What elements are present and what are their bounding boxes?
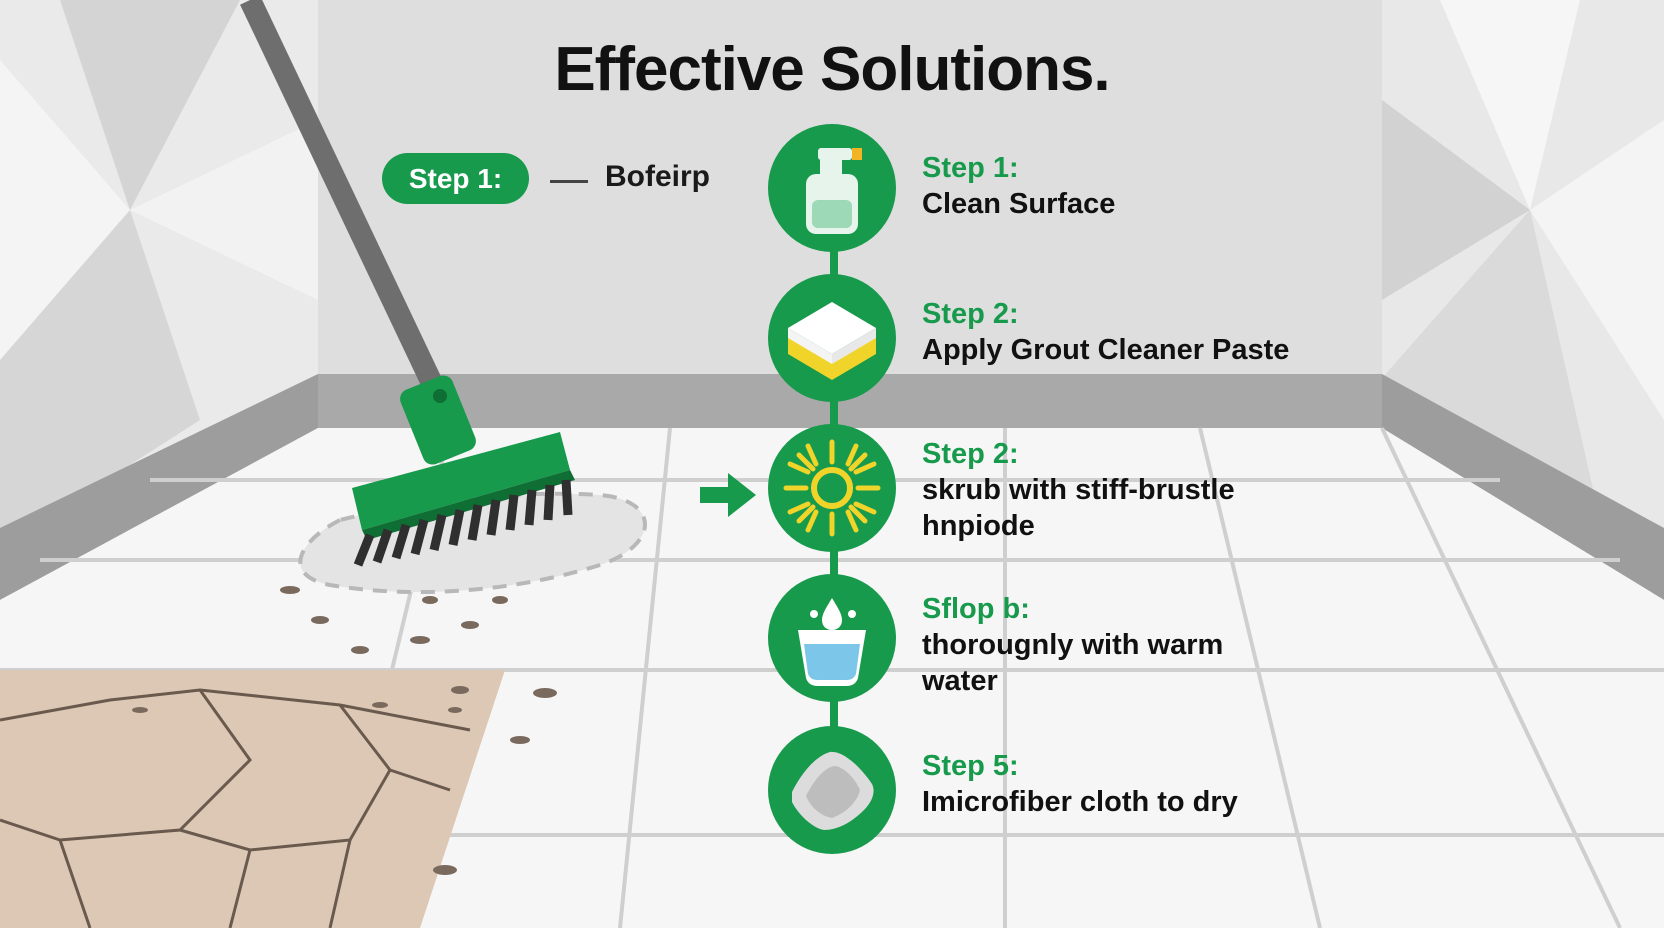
microfiber-cloth-icon <box>768 726 896 854</box>
dash-divider <box>550 180 588 183</box>
step-4-desc-line-2: water <box>922 665 998 697</box>
step-5-label: Step 5: <box>922 750 1019 782</box>
arrow-right-icon <box>700 473 756 517</box>
brush-bristles-icon <box>768 424 896 552</box>
before-label: Bofeirp <box>605 160 710 193</box>
step-1-label: Step 1: <box>922 152 1019 184</box>
step-4-label: Sflop b: <box>922 593 1030 625</box>
broom-handle <box>240 0 450 405</box>
step-3: Step 2: skrub with stiff-brustle hnpiode <box>922 436 1622 544</box>
sponge-icon <box>768 274 896 402</box>
step-4-desc-line-1: thorougnly with warm <box>922 629 1224 661</box>
step-5: Step 5: Imicrofiber cloth to dry <box>922 748 1622 820</box>
page-title: Effective Solutions. <box>554 35 1110 104</box>
water-bucket-icon <box>768 574 896 702</box>
step-3-desc-line-1: skrub with stiff-brustle <box>922 474 1235 506</box>
stained-grout-area <box>0 670 505 928</box>
step-2-desc: Apply Grout Cleaner Paste <box>922 334 1290 366</box>
scrub-brush <box>352 375 575 567</box>
step-2: Step 2: Apply Grout Cleaner Paste <box>922 296 1622 368</box>
baseboard <box>318 374 1382 428</box>
step-2-label: Step 2: <box>922 298 1019 330</box>
step-1: Step 1: Clean Surface <box>922 150 1622 222</box>
step-3-desc-line-2: hnpiode <box>922 510 1035 542</box>
step-5-desc: Imicrofiber cloth to dry <box>922 786 1238 818</box>
step-1-desc: Clean Surface <box>922 188 1116 220</box>
spray-bottle-icon <box>768 124 896 252</box>
step-3-label: Step 2: <box>922 438 1019 470</box>
step-4: Sflop b: thorougnly with warm water <box>922 591 1622 699</box>
before-step-pill: Step 1: <box>382 153 529 204</box>
